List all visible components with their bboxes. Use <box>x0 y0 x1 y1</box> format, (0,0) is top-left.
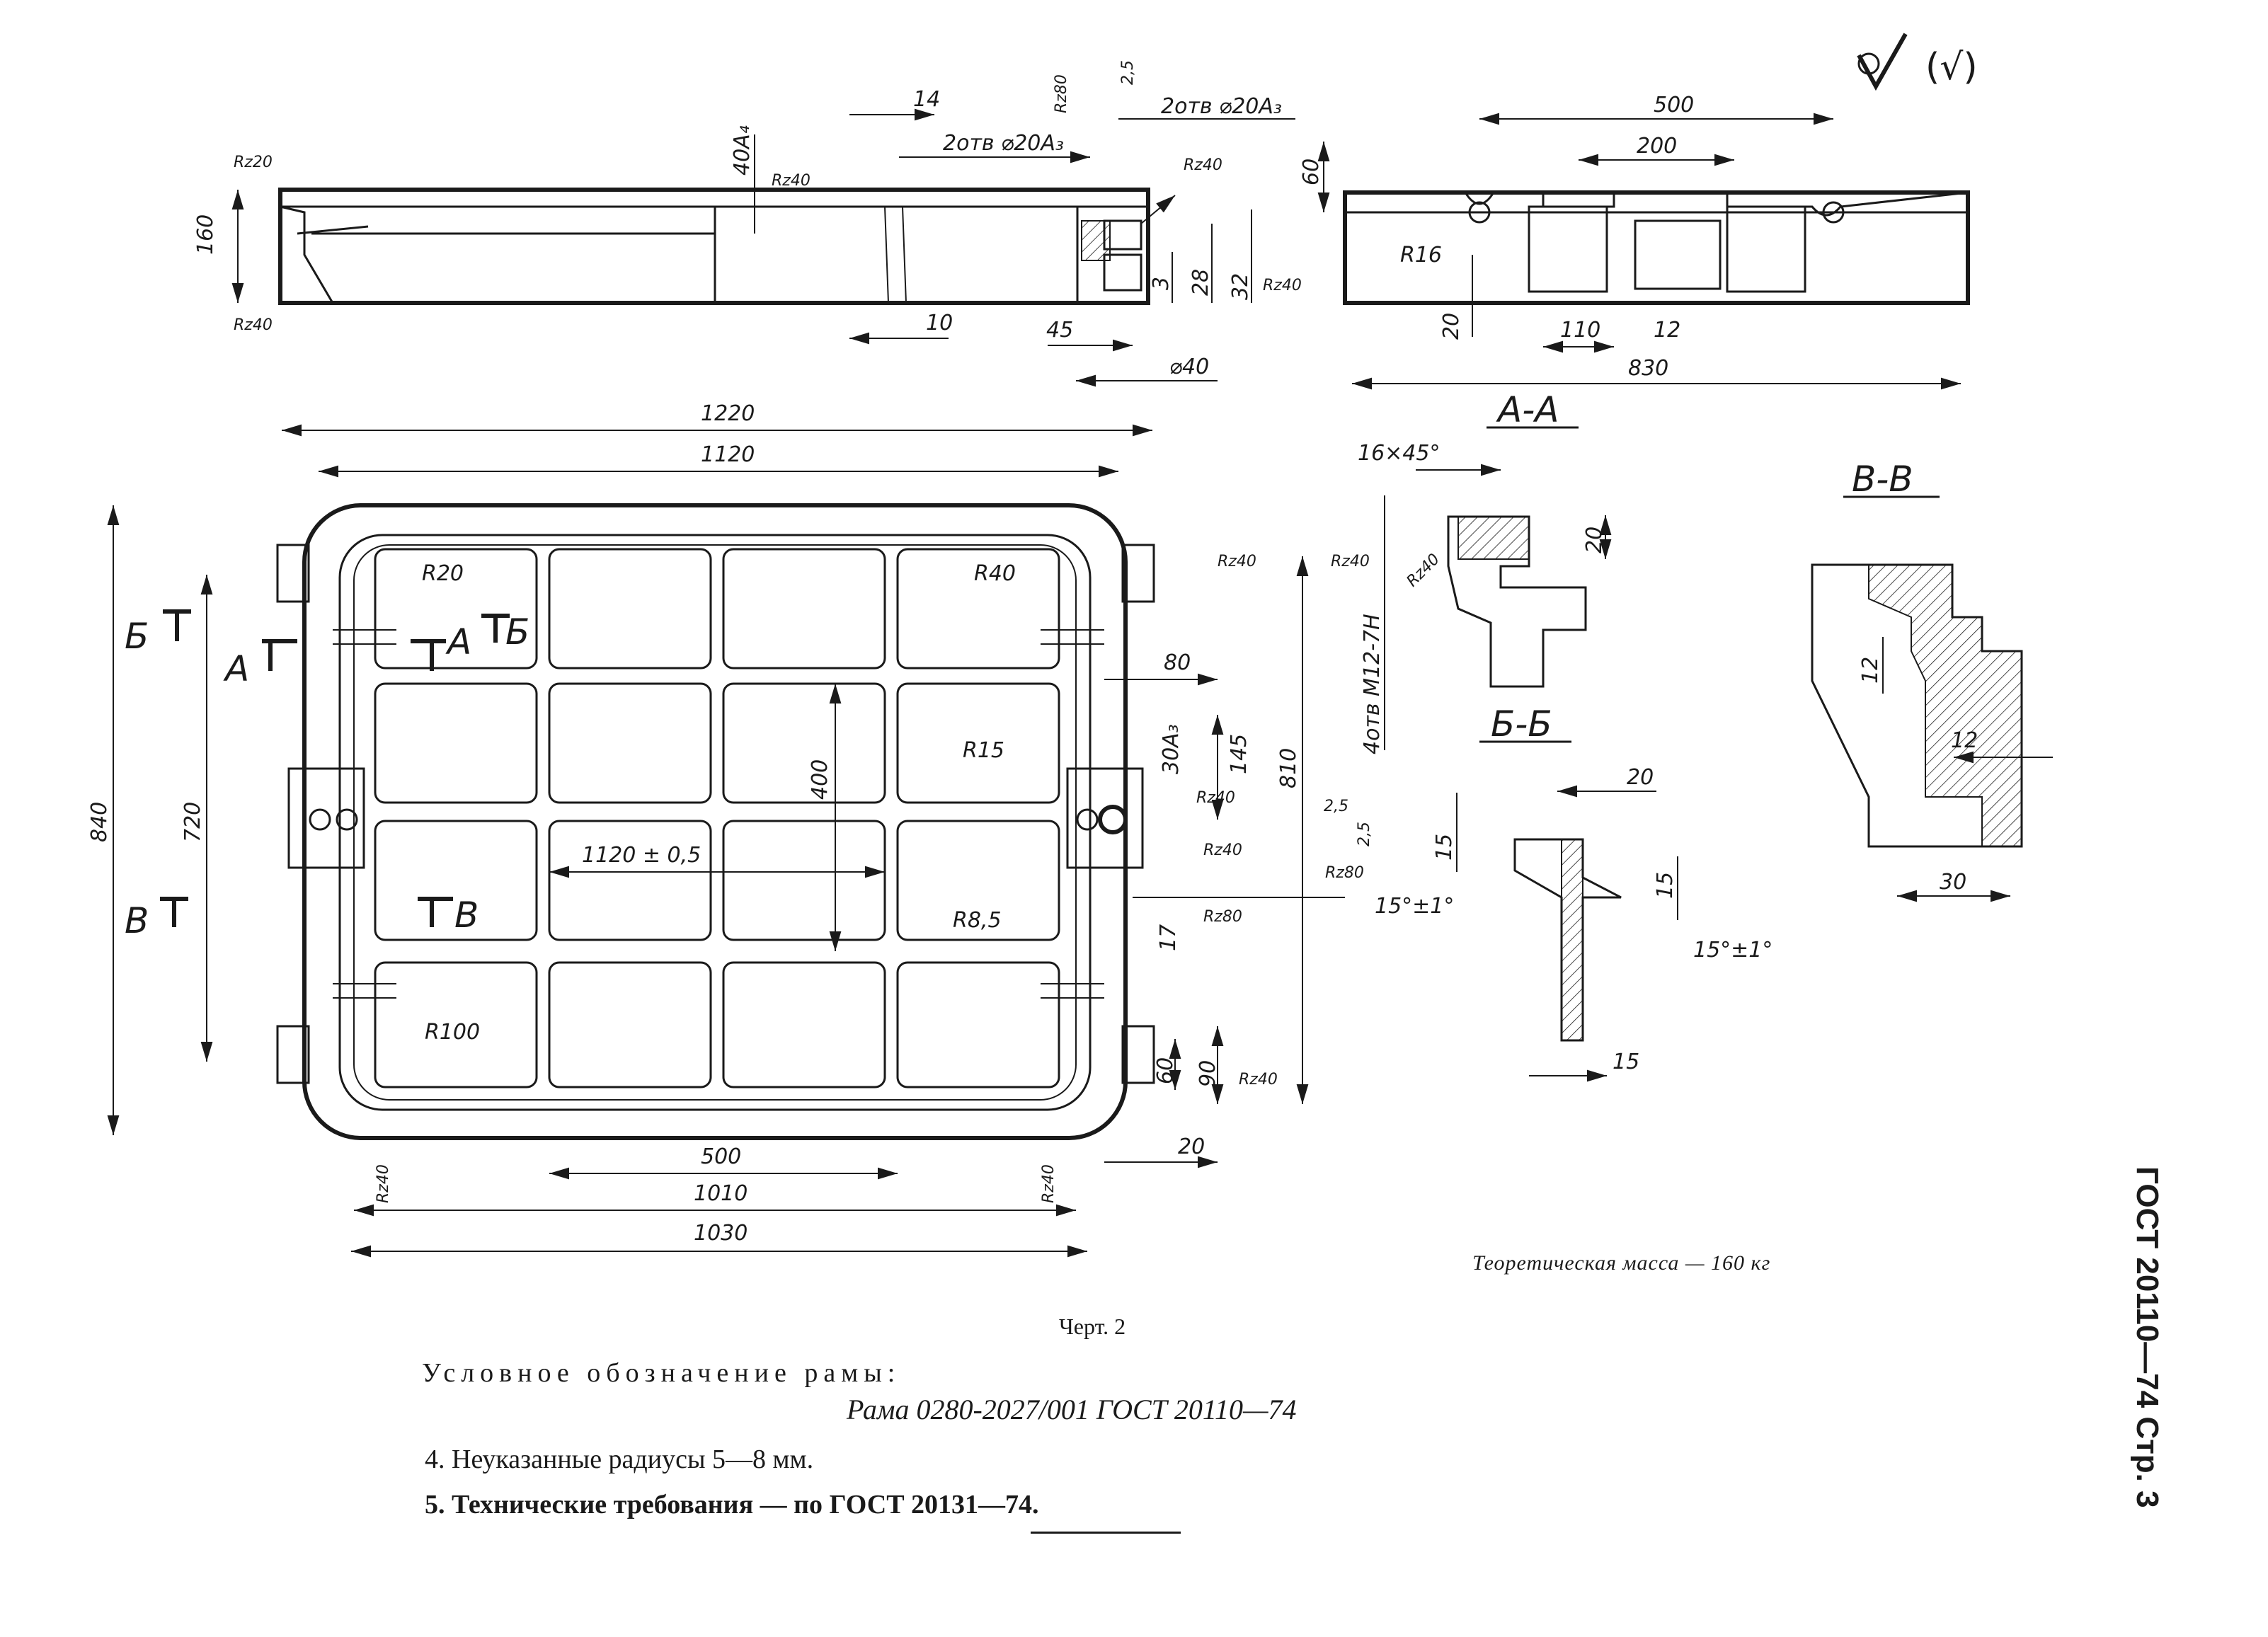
roughness-symbol-text: (√) <box>1925 46 1978 88</box>
figure-caption: Черт. 2 <box>1059 1314 1126 1339</box>
dim-d40: ⌀40 <box>1169 355 1209 379</box>
aa-dim-60: 60 <box>1299 159 1324 185</box>
bb-dim-20: 20 <box>1582 527 1607 553</box>
plan-dim-810: 810 <box>1276 748 1301 788</box>
plan-dim-840: 840 <box>87 802 112 842</box>
rz-40-far: Rz40 <box>1263 277 1302 294</box>
section-vv-label: В-В <box>1852 459 1913 500</box>
marker-a-right: А <box>445 621 471 662</box>
bb-chamfer: 16×45° <box>1358 441 1440 466</box>
plan-dim-1120: 1120 <box>701 442 755 467</box>
plan-r15: R15 <box>963 738 1004 763</box>
rz-top-bottom: Rz40 <box>234 316 273 334</box>
plan-r40: R40 <box>974 561 1016 586</box>
profile-dim-15-c: 15 <box>1613 1050 1639 1074</box>
bb-thread: 4отв М12-7Н <box>1360 614 1385 754</box>
designation-value: Рама 0280-2027/001 ГОСТ 20110—74 <box>847 1394 1297 1425</box>
plan-dim-1120-tol: 1120 ± 0,5 <box>582 843 701 868</box>
profile-angle-a: 15°±1° <box>1375 894 1454 919</box>
note-5: 5. Технические требования — по ГОСТ 2013… <box>425 1490 1039 1520</box>
dim-3: 3 <box>1149 277 1174 290</box>
aa-dim-20: 20 <box>1439 313 1464 340</box>
vv-dim-12-a: 12 <box>1858 657 1883 684</box>
vv-dim-12-b: 12 <box>1951 728 1978 753</box>
plan-dim-500: 500 <box>701 1144 741 1169</box>
section-bb: 16×45° 20 Rz40 Rz40 4отв М12-7Н Б-Б <box>1331 441 1612 754</box>
aa-dim-12: 12 <box>1654 318 1680 343</box>
plan-rz40-e: Rz40 <box>374 1164 392 1203</box>
plan-dim-30a3: 30A₃ <box>1159 724 1184 774</box>
profile-dim-2-5-a: 2,5 <box>1324 798 1348 815</box>
marker-a-left: А <box>223 648 249 689</box>
dim-40a4: 40A₄ <box>730 125 755 176</box>
section-aa: 500 200 60 R16 20 110 12 830 А-А <box>1299 93 1970 430</box>
plan-rz40-b: Rz40 <box>1196 789 1235 807</box>
roughness-symbol: (√) <box>1857 33 1978 91</box>
plan-dim-400: 400 <box>808 759 832 800</box>
rib-grid <box>374 548 1060 1089</box>
plan-dim-1220: 1220 <box>701 401 755 426</box>
aa-dim-500: 500 <box>1654 93 1694 117</box>
marker-v-right: В <box>454 895 479 936</box>
plan-dim-1010: 1010 <box>694 1181 748 1206</box>
plan-r20: R20 <box>422 561 464 586</box>
dim-160: 160 <box>193 214 218 255</box>
rz-40-right: Rz40 <box>1184 156 1222 174</box>
profile-dim-20: 20 <box>1627 765 1654 790</box>
dim-10: 10 <box>926 311 953 335</box>
plan-dim-80: 80 <box>1164 650 1191 675</box>
rz-40-top: Rz40 <box>772 172 811 190</box>
plan-dim-1030: 1030 <box>694 1221 748 1246</box>
profile-dim-15-a: 15 <box>1432 834 1457 861</box>
plan-r8-5: R8,5 <box>953 908 1002 933</box>
plan-dim-60: 60 <box>1153 1057 1178 1084</box>
aa-dim-200: 200 <box>1637 134 1677 159</box>
plan-rz40-d: Rz40 <box>1239 1071 1278 1089</box>
plan-rz40-f: Rz40 <box>1040 1164 1058 1203</box>
note-4: 4. Неуказанные радиусы 5—8 мм. <box>425 1444 814 1474</box>
dim-2-5-top: 2,5 <box>1119 60 1137 85</box>
vv-dim-30: 30 <box>1940 870 1966 895</box>
plan-rz40-c: Rz40 <box>1203 842 1242 859</box>
plan-dim-145: 145 <box>1227 734 1252 774</box>
plan-rz80: Rz80 <box>1203 908 1242 926</box>
designation-label: Условное обозначение рамы: <box>422 1358 901 1388</box>
plan-dim-90: 90 <box>1196 1060 1220 1087</box>
aa-dim-830: 830 <box>1628 356 1668 381</box>
rz-top-left: Rz20 <box>234 154 273 171</box>
mass-note: Теоретическая масса — 160 кг <box>1472 1251 1771 1275</box>
dim-14: 14 <box>913 87 940 112</box>
aa-r16: R16 <box>1400 243 1442 268</box>
profile-dim-15-b: 15 <box>1653 872 1678 899</box>
marker-v-left: В <box>125 900 149 941</box>
marker-b-right: Б <box>505 611 529 653</box>
dim-32: 32 <box>1228 273 1253 300</box>
profile-dim-2-5-b: 2,5 <box>1356 822 1373 846</box>
plan-r100: R100 <box>425 1020 480 1045</box>
dim-28: 28 <box>1189 269 1213 296</box>
page-tag: ГОСТ 20110—74 Стр. 3 <box>2130 1166 2165 1508</box>
plan-dim-20: 20 <box>1178 1135 1205 1159</box>
hole-note-1: 2отв ⌀20A₃ <box>943 131 1064 156</box>
plan-dim-720: 720 <box>181 802 205 842</box>
plan-dim-17: 17 <box>1156 924 1181 951</box>
top-view: 160 Rz20 Rz40 40A₄ Rz40 14 2отв ⌀20A₃ Rz… <box>193 60 1302 387</box>
bb-rz40-a: Rz40 <box>1331 553 1370 570</box>
hole-note-2: 2отв ⌀20A₃ <box>1161 94 1282 119</box>
section-aa-label: А-А <box>1496 389 1559 430</box>
marker-b-left: Б <box>125 616 149 657</box>
profile-angle-b: 15°±1° <box>1693 938 1772 963</box>
plan-rz40-a: Rz40 <box>1218 553 1256 570</box>
bb-rz40-b: Rz40 <box>1404 551 1443 590</box>
note-underline <box>1031 1532 1181 1534</box>
section-vv: В-В 12 12 30 <box>1811 459 2053 902</box>
profile-rz80: Rz80 <box>1325 864 1364 882</box>
aa-dim-110: 110 <box>1560 318 1600 343</box>
plan-view: 1220 1120 840 720 R20 R40 R15 R8,5 R100 … <box>87 401 1345 1258</box>
dim-45: 45 <box>1046 318 1073 343</box>
rz-80-top: Rz80 <box>1053 74 1070 113</box>
section-bb-label: Б-Б <box>1491 703 1552 745</box>
profile-section: 20 2,5 2,5 15 15°±1° Rz80 15 15°±1° 15 <box>1324 765 1772 1082</box>
